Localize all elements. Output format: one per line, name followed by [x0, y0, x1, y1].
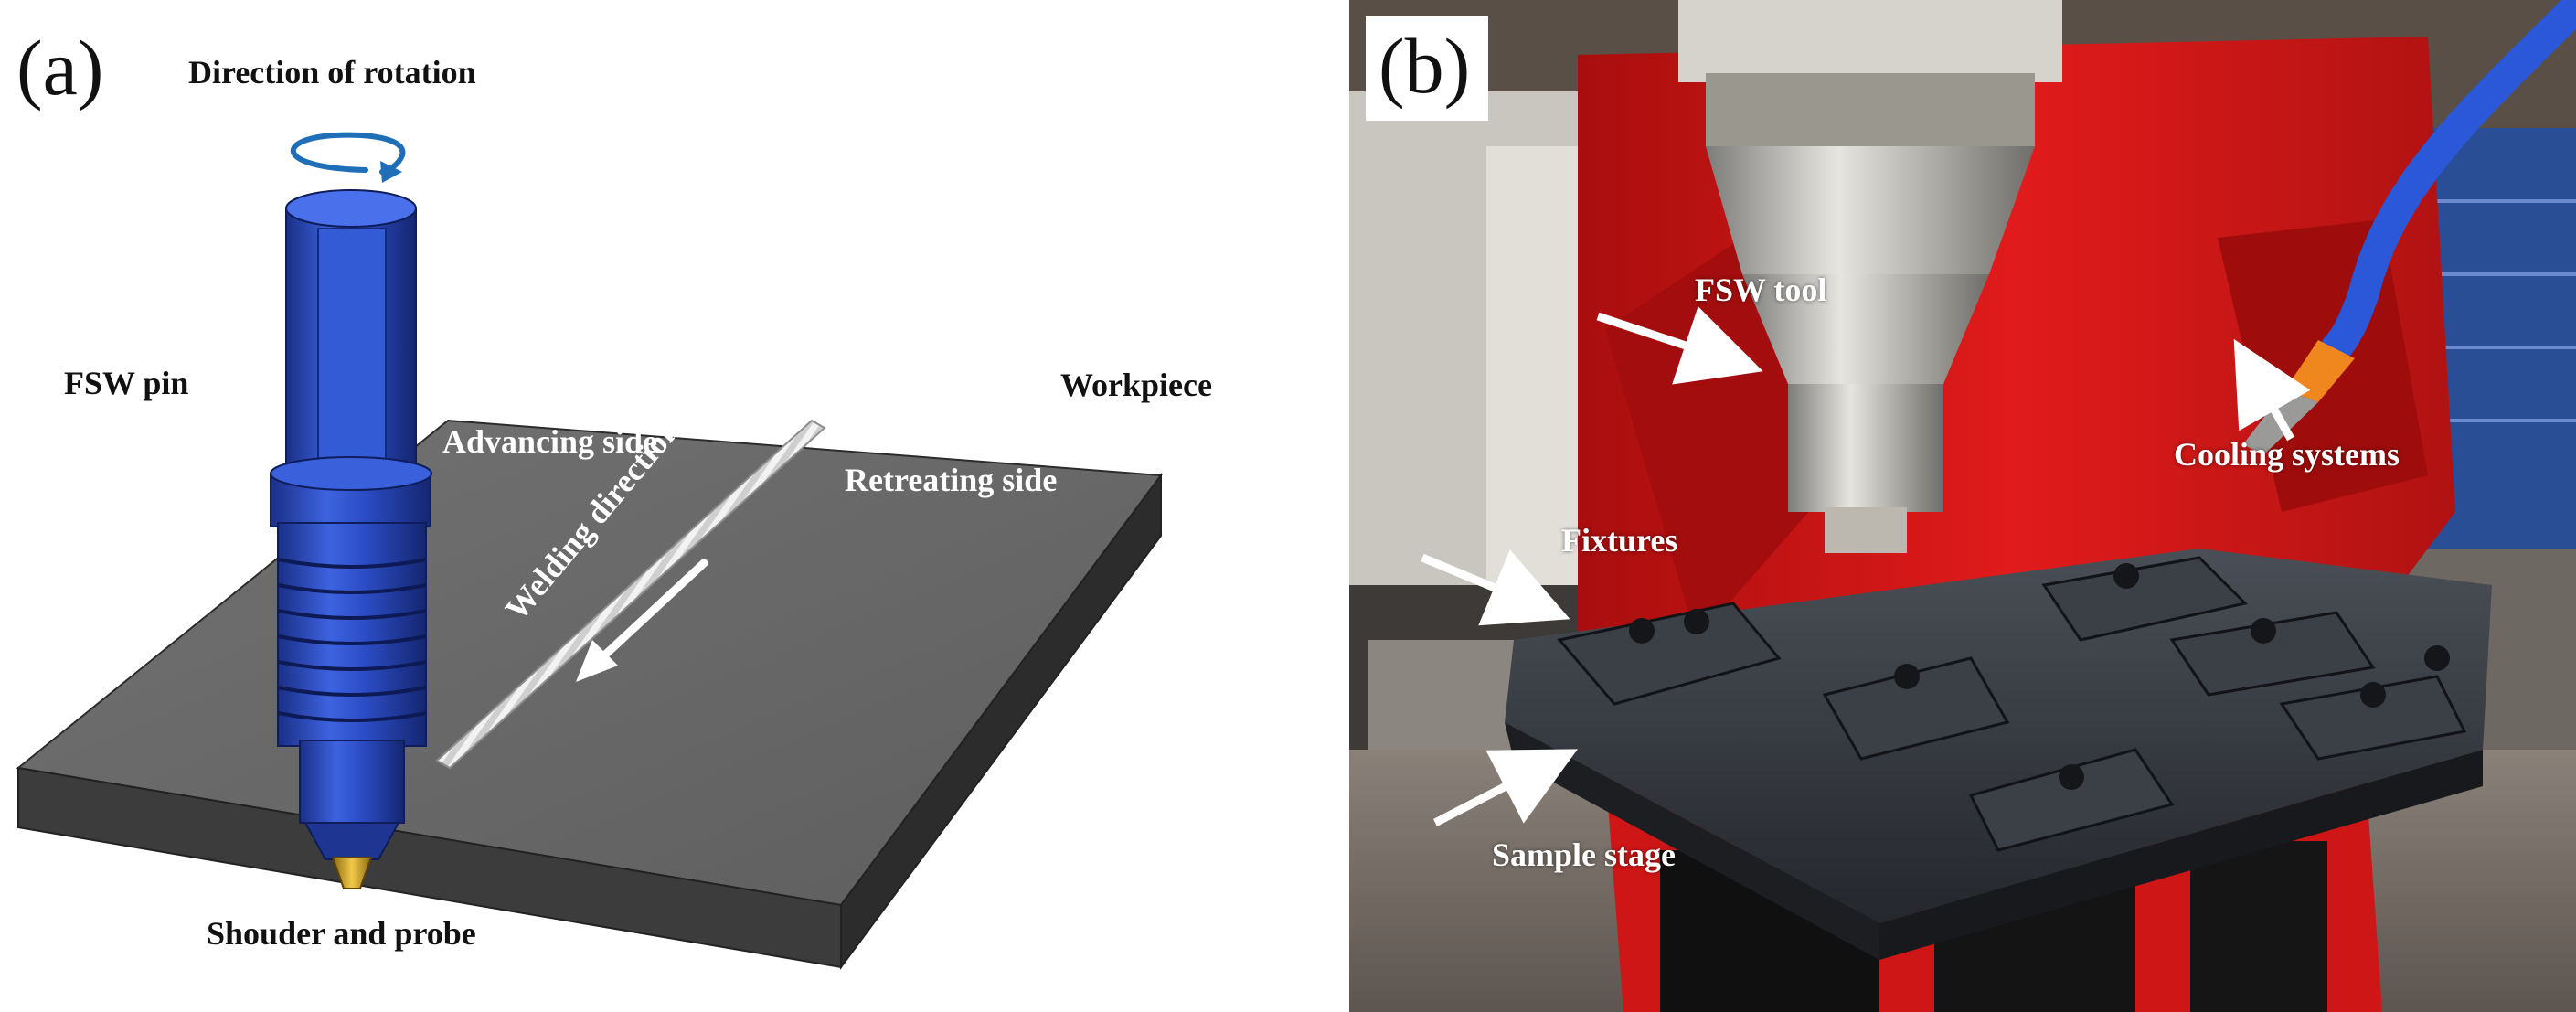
label-fsw-tool: FSW tool — [1695, 272, 1827, 308]
probe-tip — [331, 857, 373, 889]
label-retreating-side: Retreating side — [845, 462, 1058, 498]
panel-b-photo: (b) FSW tool Cooling systems Fixtures Sa… — [1349, 0, 2576, 1012]
label-shoulder-and-probe: Shouder and probe — [207, 915, 476, 952]
label-sample-stage: Sample stage — [1492, 836, 1676, 873]
arrow-cooling-systems — [2233, 338, 2311, 442]
label-advancing-side: Advancing side — [442, 423, 658, 460]
plate-side-face — [840, 472, 1162, 971]
arrow-fixtures — [1421, 549, 1570, 626]
arrow-sample-stage — [1432, 749, 1578, 826]
rotation-arrow-icon — [290, 132, 406, 183]
fsw-schematic-drawing — [16, 132, 1163, 971]
weld-bead — [435, 419, 826, 770]
coolant-hose — [2321, 0, 2576, 363]
fsw-tool-holder — [1788, 384, 1943, 512]
fsw-tool-pin — [270, 189, 432, 889]
panel-b-letter: (b) — [1366, 16, 1489, 121]
spindle-housing — [1678, 0, 2062, 82]
tool-threads — [277, 558, 427, 722]
welding-direction-arrow — [576, 559, 708, 682]
label-cooling-systems: Cooling systems — [2174, 436, 2400, 473]
arrow-fsw-tool — [1596, 306, 1763, 385]
spindle-cone — [1706, 146, 2035, 274]
fixture-bolts — [1629, 563, 2450, 790]
panel-a-letter: (a) — [16, 24, 104, 112]
fsw-machine-photo — [1349, 0, 2576, 1012]
fixtures-group — [1557, 556, 2467, 852]
label-fsw-pin: FSW pin — [64, 365, 189, 401]
label-workpiece: Workpiece — [1060, 367, 1212, 403]
panel-a-schematic: (a) — [16, 24, 1212, 971]
label-fixtures: Fixtures — [1561, 522, 1678, 559]
callout-arrows — [1421, 306, 2311, 826]
label-direction-of-rotation: Direction of rotation — [188, 54, 476, 91]
